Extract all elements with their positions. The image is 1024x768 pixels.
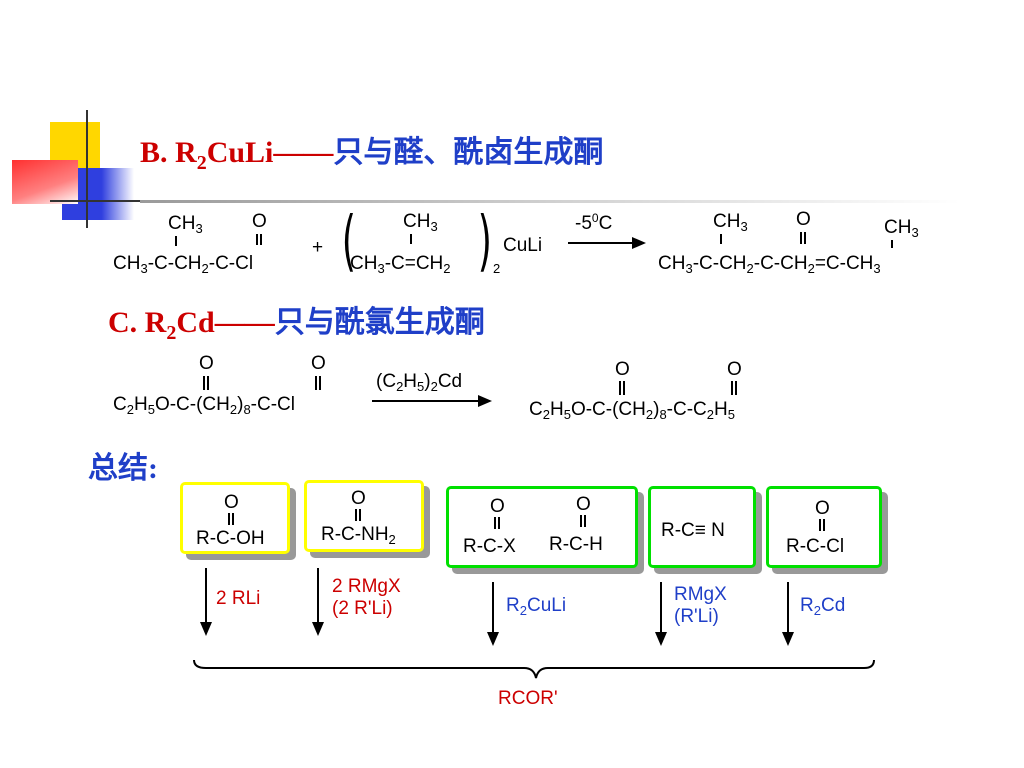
box3-o1: O [490,496,505,517]
reagent-rmgx-b-line1: RMgX [674,584,727,605]
reagent-2rli: 2 RLi [216,588,261,609]
section-b-title: B. R2CuLi——只与醛、酰卤生成酮 [140,136,604,174]
rb-r1-ch3-top: CH3 [168,213,203,236]
reagent-rmgx-b: RMgX (R'Li) [674,584,727,628]
deco-horizontal-line [50,200,140,202]
deco-red-square [12,160,78,204]
box-nitrile: R-C≡ N [648,486,756,568]
deco-vertical-line [86,110,88,228]
rc-r-double1 [203,376,209,390]
rb-plus: + [312,237,324,258]
title-underline [140,200,960,203]
rc-reaction-arrow [372,395,492,407]
reagent-r2culi: R2CuLi [506,595,567,618]
section-c-prefix: C. R [108,306,167,339]
reaction-b: CH3 O CH3-C-CH2-C-Cl + ( CH3 CH3-C=CH2 )… [0,0,1024,300]
box2-o: O [351,488,366,509]
box5-double-bond [819,519,825,531]
section-b-prefix: B. R [140,136,197,169]
section-c-title: C. R2Cd——只与酰氯生成酮 [108,306,485,344]
rc-r-double2 [315,376,321,390]
rb-reactant1: CH3-C-CH2-C-Cl [113,253,254,276]
box3-formula2: R-C-H [549,534,603,555]
section-c-reagent: Cd [176,306,215,339]
section-b-reagent: CuLi [206,136,274,169]
corner-decoration [0,0,140,230]
rb-p-bond-b [891,240,893,248]
rb-p-bond-double [800,232,806,244]
rc-reactant: C2H5O-C-(CH2)8-C-Cl [113,394,295,417]
rc-p-double2 [731,381,737,395]
section-b-description: 只与醛、酰卤生成酮 [333,136,604,169]
box3-double-bond1 [494,517,500,529]
summary-brace [193,659,875,679]
summary-product: RCOR' [498,688,558,709]
box-halide-aldehyde: O R-C-X O R-C-H [446,486,638,568]
arrow-acyl-chloride-head [782,632,794,646]
rb-right-paren: ) [477,202,492,279]
box3-double-bond2 [580,515,586,527]
arrow-amide-head [312,622,324,636]
box2-double-bond [355,509,361,521]
rb-reaction-arrow [568,237,646,249]
box5-formula: R-C-Cl [786,536,845,557]
box5-o: O [815,498,830,519]
box-acyl-chloride: O R-C-Cl [766,486,882,568]
reagent-rmgx-a: 2 RMgX (2 R'Li) [332,576,401,620]
rb-r2-subscript: 2 [493,261,501,276]
rb-p-bond-a [720,234,722,244]
rb-p-ch3-top-b: CH3 [884,217,919,240]
box4-formula: R-C≡ N [661,520,725,541]
rb-r1-bond-single [175,236,177,246]
rb-reactant2: CH3-C=CH2 [350,253,451,276]
box-amide: O R-C-NH2 [304,480,424,552]
rc-r-o1: O [199,353,214,374]
section-c-description: 只与酰氯生成酮 [274,306,485,339]
arrow-nitrile-head [655,632,667,646]
summary-label: 总结: [88,452,158,485]
rc-p-o2: O [727,359,742,380]
rb-r1-bond-double [256,234,262,245]
rb-r2-culi: CuLi [503,235,543,256]
box3-o2: O [576,494,591,515]
reagent-rmgx-b-line2: (R'Li) [674,605,719,627]
box1-double-bond [228,513,234,525]
box3-formula1: R-C-X [463,536,516,557]
reaction-c: O O C2H5O-C-(CH2)8-C-Cl (C2H5)2Cd O O C2… [113,353,742,422]
rc-reagent: (C2H5)2Cd [376,371,463,394]
rc-p-o1: O [615,359,630,380]
rb-p-ch3-top-a: CH3 [713,211,748,234]
box-carboxylic-acid: O R-C-OH [180,482,290,554]
rb-r2-bond-single [410,234,412,244]
reagent-r2cd: R2Cd [800,595,846,618]
rb-product: CH3-C-CH2-C-CH2=C-CH3 [658,253,881,276]
rb-r1-o-top: O [252,211,267,232]
section-c-sub: 2 [166,322,177,344]
section-c-dash: —— [214,306,275,339]
arrow-halide-head [487,632,499,646]
rc-r-o2: O [311,353,326,374]
box1-formula: R-C-OH [196,528,265,549]
rc-p-double1 [619,381,625,395]
rc-product: C2H5O-C-(CH2)8-C-C2H5 [529,399,735,422]
section-b-dash: —— [273,136,334,169]
box1-o: O [224,492,239,513]
section-b-sub: 2 [196,152,207,174]
arrow-acid-head [200,622,212,636]
rb-p-o-top: O [796,209,811,230]
reagent-rmgx-a-line1: 2 RMgX [332,576,401,597]
box2-formula: R-C-NH2 [321,524,396,547]
rb-r2-ch3-top: CH3 [403,211,438,234]
reagent-rmgx-a-line2: (2 R'Li) [332,597,393,619]
rb-condition: -50C [575,211,613,234]
rb-left-paren: ( [341,202,356,279]
